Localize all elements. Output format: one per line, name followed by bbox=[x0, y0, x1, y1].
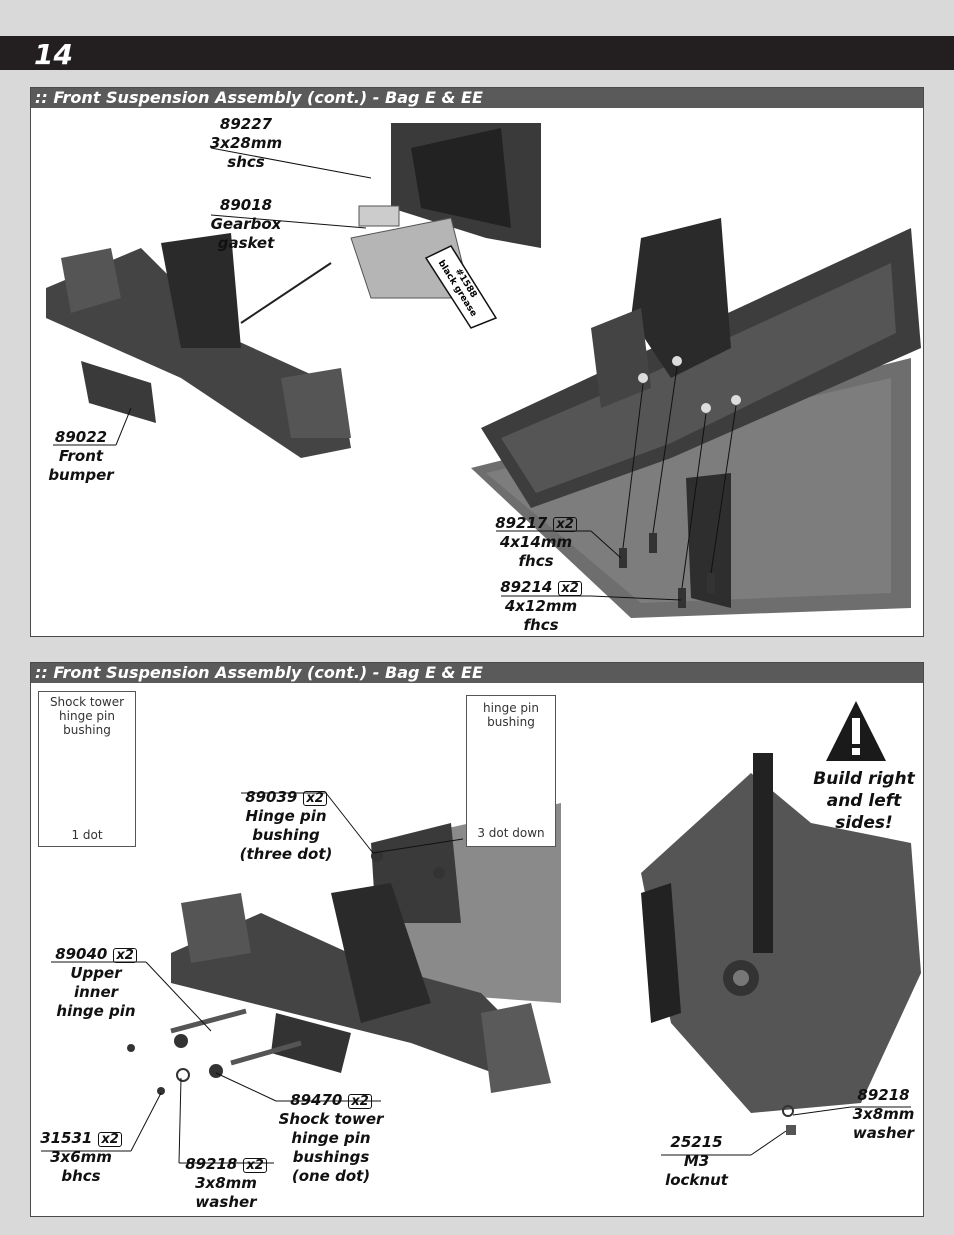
callout-shock-tower-bushing: Shock tower hinge pin bushing 1 dot bbox=[38, 691, 136, 847]
part-label-25215: 25215 M3 locknut bbox=[665, 1133, 728, 1189]
part-label-89227: 89227 3x28mm shcs bbox=[209, 115, 283, 171]
panel-front-suspension-1: :: Front Suspension Assembly (cont.) - B… bbox=[30, 87, 924, 637]
warning-text: Build right and left sides! bbox=[813, 769, 915, 833]
part-label-89218: 89218 3x8mm washer bbox=[852, 1086, 915, 1142]
page-number: 14 bbox=[34, 38, 73, 71]
assembly-illustration-1 bbox=[46, 123, 921, 618]
callout-hinge-pin-bushing: hinge pin bushing 3 dot down bbox=[466, 695, 556, 847]
section-title: :: Front Suspension Assembly (cont.) - B… bbox=[31, 88, 923, 108]
panel-front-suspension-2: :: Front Suspension Assembly (cont.) - B… bbox=[30, 662, 924, 1217]
part-label-89022: 89022 Front bumper bbox=[48, 428, 114, 484]
page-header-bar bbox=[0, 36, 954, 70]
part-label-89018: 89018 Gearbox gasket bbox=[210, 196, 282, 252]
section-title: :: Front Suspension Assembly (cont.) - B… bbox=[31, 663, 923, 683]
